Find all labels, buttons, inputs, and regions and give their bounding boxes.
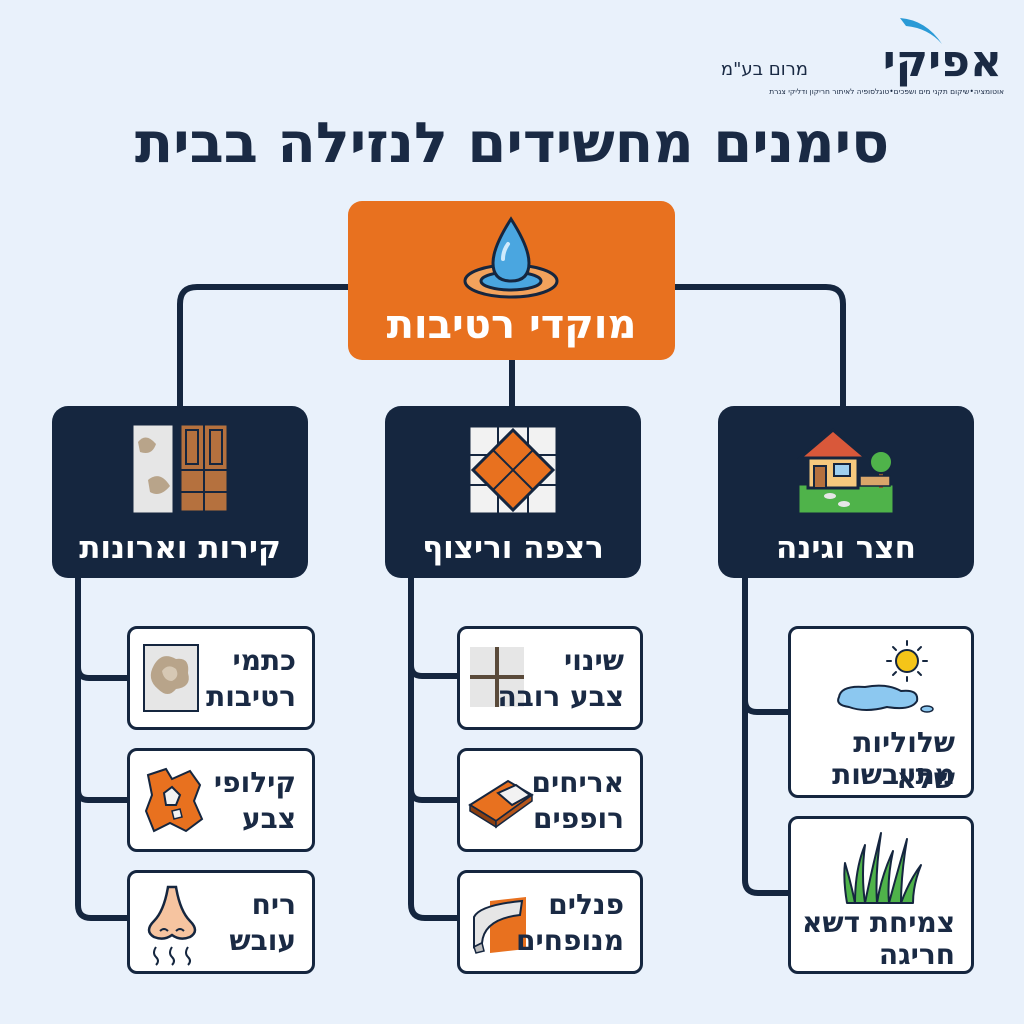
baseboard-icon	[473, 897, 526, 954]
list-item-loose-tiles: אריחים רופפים	[457, 748, 643, 852]
logo-tagline: אוטומציה•שיקום תקני מים ושפכים•טוגלסופיה…	[769, 87, 1004, 96]
category-yard-garden: חצר וגינה	[718, 406, 974, 578]
tiles-icon	[467, 424, 559, 516]
wall-cabinet-icon	[130, 422, 230, 516]
connector-walls-spine	[75, 575, 131, 921]
grass-icon	[843, 832, 922, 904]
category-walls-cabinets: קירות וארונות	[52, 406, 308, 578]
item-text-line1: שלוליות שלא	[853, 726, 955, 795]
house-garden-icon	[796, 428, 896, 516]
puddle-sun-icon	[837, 640, 934, 713]
connector-walls-item2	[75, 787, 131, 803]
connector-floor-item1	[408, 662, 461, 679]
logo-subtitle: מרום בע"מ	[720, 59, 808, 80]
connector-walls-item1	[75, 664, 131, 681]
list-item-moisture-stains: כתמי רטיבות	[127, 626, 315, 730]
connector-yard-item1	[742, 697, 792, 715]
category-floor-tiling: רצפה וריצוף	[385, 406, 641, 578]
connector-yard-spine	[742, 575, 792, 896]
connector-floor-spine	[408, 575, 461, 921]
category-yard-label: חצר וגינה	[776, 530, 916, 566]
logo-name: אפיקי	[882, 36, 1002, 87]
root-node: מוקדי רטיבות	[348, 201, 675, 360]
list-item-peeling-paint: קילופי צבע	[127, 748, 315, 852]
item-text-line2: חריגה	[878, 938, 955, 971]
item-text-line2: צבע רובה	[497, 680, 624, 713]
logo-swoosh-icon	[900, 18, 942, 44]
list-item-grass-growth: צמיחת דשא חריגה	[788, 816, 974, 974]
item-text-line1: כתמי	[232, 644, 297, 677]
item-text-line1: ריח	[251, 888, 296, 921]
list-item-puddles: שלוליות שלא מתייבשות	[788, 626, 974, 798]
item-text-line1: קילופי	[213, 766, 296, 799]
peeling-paint-icon	[144, 767, 204, 833]
list-item-grout-color: שינוי צבע רובה	[457, 626, 643, 730]
item-text-line1: שינוי	[563, 644, 624, 677]
category-walls-label: קירות וארונות	[79, 530, 281, 566]
root-label: מוקדי רטיבות	[386, 302, 637, 348]
item-text-line2: רופפים	[532, 802, 624, 835]
item-text-line1: צמיחת דשא	[802, 906, 955, 939]
page-title: סימנים מחשידים לנזילה בבית	[134, 111, 890, 176]
list-item-mold-smell: ריח עובש	[127, 870, 315, 974]
item-text-line2: מתייבשות	[832, 758, 955, 791]
connector-floor-item2	[408, 786, 461, 803]
stain-icon	[143, 644, 199, 712]
grout-icon	[470, 647, 524, 707]
item-text-line2: עובש	[229, 924, 296, 957]
item-text-line2: מנופחים	[516, 924, 624, 957]
item-text-line1: פנלים	[548, 888, 624, 921]
item-text-line1: אריחים	[531, 766, 624, 799]
connector-root-right	[672, 284, 846, 409]
water-drop-icon	[463, 216, 559, 299]
item-text-line2: צבע	[241, 802, 296, 835]
connector-root-left	[177, 284, 351, 409]
loose-tile-icon	[468, 779, 534, 829]
item-text-line2: רטיבות	[206, 680, 296, 713]
nose-icon	[147, 885, 197, 966]
list-item-swollen-baseboards: פנלים מנופחים	[457, 870, 643, 974]
category-floor-label: רצפה וריצוף	[422, 530, 604, 566]
